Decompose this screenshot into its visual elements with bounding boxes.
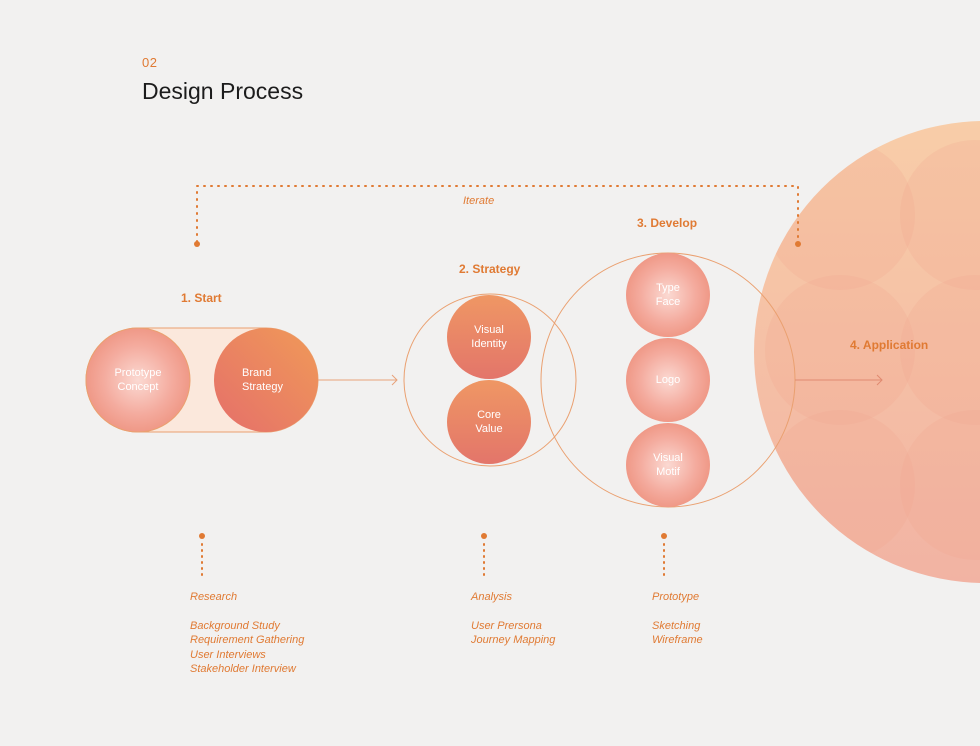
iterate-end-dot [795, 241, 801, 247]
node-label-logo: Logo [655, 374, 681, 386]
node-label-brand-strategy: Brand Strategy [242, 367, 283, 393]
node-label-prototype-concept: Prototype Concept [114, 367, 162, 393]
arrow-develop-to-application [795, 374, 883, 386]
application-circle [754, 121, 980, 583]
stage-label-develop: 3. Develop [637, 216, 698, 230]
node-type-face [626, 253, 710, 337]
note-develop-heading: Prototype [652, 591, 700, 603]
page-title: Design Process [142, 78, 304, 104]
note-strategy-heading: Analysis [471, 591, 512, 603]
stage-label-application: 4. Application [850, 338, 929, 352]
note-item: User Interviews [190, 648, 266, 661]
node-visual-identity [447, 295, 531, 379]
node-core-value [447, 380, 531, 464]
note-strategy: Analysis User Prersona Journey Mapping [471, 590, 555, 648]
start-capsule [85, 327, 319, 433]
note-item: Stakeholder Interview [190, 663, 296, 675]
note-connectors [199, 533, 667, 579]
section-number: 02 [142, 55, 158, 70]
note-develop: Prototype Sketching Wireframe [652, 590, 703, 648]
iterate-loop [196, 185, 799, 243]
node-label-visual-identity: Visual Identity [471, 324, 507, 350]
arrow-start-to-strategy [318, 374, 398, 386]
note-item: Requirement Gathering [190, 634, 305, 646]
stage-label-strategy: 2. Strategy [459, 262, 521, 276]
stage-label-start: 1. Start [181, 291, 222, 305]
node-label-visual-motif: Visual Motif [653, 452, 683, 478]
note-item: Sketching [652, 619, 701, 632]
node-label-core-value: Core Value [475, 409, 503, 435]
note-item: Background Study [190, 619, 280, 632]
node-logo [626, 338, 710, 422]
note-item: User Prersona [471, 619, 542, 632]
note-start-heading: Research [190, 591, 238, 603]
node-label-type-face: Type Face [655, 282, 681, 308]
note-item: Wireframe [652, 634, 703, 646]
iterate-start-dot [194, 241, 200, 247]
iterate-label: Iterate [463, 195, 495, 207]
note-start: Research Background Study Requirement Ga… [190, 590, 304, 677]
note-item: Journey Mapping [471, 634, 556, 646]
node-visual-motif [626, 423, 710, 507]
strategy-ring [403, 293, 577, 467]
